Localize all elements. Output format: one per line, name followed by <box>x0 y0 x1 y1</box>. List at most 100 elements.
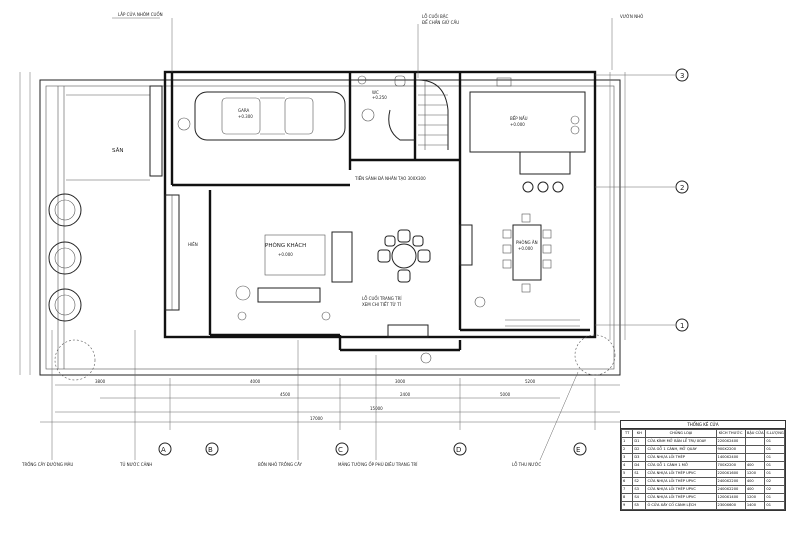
car-symbol <box>194 91 346 141</box>
svg-text:TỦ NƯỚC CẢNH: TỦ NƯỚC CẢNH <box>119 462 152 467</box>
svg-text:17000: 17000 <box>310 416 323 421</box>
dining-table <box>502 213 552 293</box>
room-label-dining: PHÒNG ĂN <box>516 240 538 245</box>
table-cell: 9 <box>620 501 634 510</box>
svg-text:LỖ CUỐI BẬC: LỖ CUỐI BẬC <box>422 14 448 19</box>
round-table <box>377 229 431 283</box>
table-cell: CỬA NHỰA LÕI THÉP <box>645 453 717 462</box>
table-cell <box>744 437 766 446</box>
room-label-porch: HIÊN <box>188 242 198 247</box>
table-cell: 6 <box>620 477 634 486</box>
bar-stools <box>522 181 564 193</box>
table-cell: 7 <box>620 485 634 494</box>
table-cell: 1200X1400 <box>715 493 746 502</box>
table-cell: CỬA NHỰA LÕI THÉP UPVC <box>645 469 717 478</box>
svg-text:4500: 4500 <box>280 392 291 397</box>
svg-text:BỒN NHỎ TRỒNG CÂY: BỒN NHỎ TRỒNG CÂY <box>258 462 303 467</box>
table-cell: S5 <box>632 501 647 510</box>
svg-text:5200: 5200 <box>525 379 536 384</box>
schedule-header-cell: CHỦNG LOẠI <box>645 429 717 438</box>
schedule-title: THỐNG KÊ CỬA <box>621 421 785 429</box>
table-cell: 3 <box>620 453 634 462</box>
table-cell: 02 <box>764 477 785 486</box>
svg-text:3: 3 <box>680 72 684 80</box>
room-level-dining: +0.000 <box>518 246 533 251</box>
schedule-header-row: TT KH CHỦNG LOẠI KÍCH THƯỚC BẬU CỬA S.LƯ… <box>620 429 785 438</box>
callouts-bottom: TRỒNG CÂY ĐƯỜNG MÀU TỦ NƯỚC CẢNH BỒN NHỎ… <box>21 330 579 467</box>
room-label-wc: WC <box>372 90 379 95</box>
note-stair-decor: LỖ CUỐI TRANG TRÍ <box>362 296 402 301</box>
tree-symbols <box>48 193 616 381</box>
table-cell: 1400X2400 <box>715 453 746 462</box>
table-cell: 4 <box>620 461 634 470</box>
table-cell: CỬA NHỰA LÕI THÉP UPVC <box>645 477 717 486</box>
svg-text:LỖ THU NƯỚC: LỖ THU NƯỚC <box>512 462 541 467</box>
room-label-yard: SÂN <box>112 147 123 154</box>
svg-text:B: B <box>208 446 213 454</box>
dimension-lines <box>19 72 640 430</box>
table-cell: 2200X2400 <box>715 437 746 446</box>
table-cell: 2300X600 <box>715 501 746 510</box>
callouts-top: LẮP CỬA NHÔM CUỐN LỖ CUỐI BẬC ĐỂ CHẮN GI… <box>112 12 643 78</box>
table-cell: Ô CỬA XÂY CỐ CÁNH LỆCH <box>645 501 717 510</box>
svg-text:LẮP CỬA NHÔM CUỐN: LẮP CỬA NHÔM CUỐN <box>118 12 163 17</box>
table-cell: 01 <box>764 445 785 454</box>
table-cell: D4 <box>632 461 647 470</box>
table-cell: 01 <box>764 437 785 446</box>
room-level-garage: +0.300 <box>238 114 253 119</box>
table-cell: D2 <box>632 445 647 454</box>
svg-text:MẢNG TƯỜNG ỐP PHÙ ĐIÊU TRANG T: MẢNG TƯỜNG ỐP PHÙ ĐIÊU TRANG TRÍ <box>338 462 418 467</box>
svg-text:3000: 3000 <box>395 379 406 384</box>
table-cell: CỬA NHỰA LÕI THÉP UPVC <box>645 493 717 502</box>
table-cell: 01 <box>764 453 785 462</box>
table-cell: 01 <box>764 501 785 510</box>
axis-markers-right: 3 2 1 <box>595 68 689 332</box>
svg-text:ĐỂ CHẮN GIỮ CẦU: ĐỂ CHẮN GIỮ CẦU <box>422 20 459 25</box>
table-cell: 1400 <box>744 501 766 510</box>
table-cell: 5 <box>620 469 634 478</box>
table-cell: CỬA GỖ 1 CÁNH 1 MỞ <box>645 461 717 470</box>
table-cell: 2400X2200 <box>715 485 746 494</box>
sofa-set <box>235 231 353 321</box>
schedule-header-cell: TT <box>620 429 634 438</box>
svg-text:D: D <box>456 446 461 454</box>
svg-text:5000: 5000 <box>500 392 511 397</box>
schedule-header-cell: KÍCH THƯỚC <box>715 429 746 438</box>
table-cell: CỬA NHỰA LÕI THÉP UPVC <box>645 485 717 494</box>
room-label-living: PHÒNG KHÁCH <box>265 242 306 249</box>
table-cell: S4 <box>632 493 647 502</box>
svg-text:3800: 3800 <box>95 379 106 384</box>
note-stair-detail: XEM CHI TIẾT TỪ TÍ <box>362 301 402 307</box>
svg-text:TRỒNG CÂY ĐƯỜNG MÀU: TRỒNG CÂY ĐƯỜNG MÀU <box>21 462 73 467</box>
table-cell: 2 <box>620 445 634 454</box>
svg-text:15000: 15000 <box>370 406 383 411</box>
staircase <box>388 79 449 150</box>
table-cell: 400 <box>744 485 766 494</box>
site-boundary-inner <box>45 85 615 370</box>
table-cell: 900X2200 <box>715 445 746 454</box>
table-cell <box>744 453 766 462</box>
dimension-values: 3800 4000 3000 5200 4500 2400 5000 15000… <box>95 379 536 421</box>
room-level-wc: +0.250 <box>372 95 387 100</box>
table-cell: 1200 <box>744 469 766 478</box>
table-cell: 1 <box>620 437 634 446</box>
table-cell: 01 <box>764 469 785 478</box>
table-cell: 400 <box>744 477 766 486</box>
schedule-header-cell: KH <box>632 429 647 438</box>
door-schedule-table: THỐNG KÊ CỬA TT KH CHỦNG LOẠI KÍCH THƯỚC… <box>620 420 786 511</box>
room-label-kitchen: BẾP NẤU <box>510 115 528 121</box>
table-cell: 8 <box>620 493 634 502</box>
schedule-grid: TT KH CHỦNG LOẠI KÍCH THƯỚC BẬU CỬA S.LƯ… <box>620 429 785 510</box>
table-cell: 01 <box>764 493 785 502</box>
svg-text:2400: 2400 <box>400 392 411 397</box>
svg-text:C: C <box>338 446 343 454</box>
